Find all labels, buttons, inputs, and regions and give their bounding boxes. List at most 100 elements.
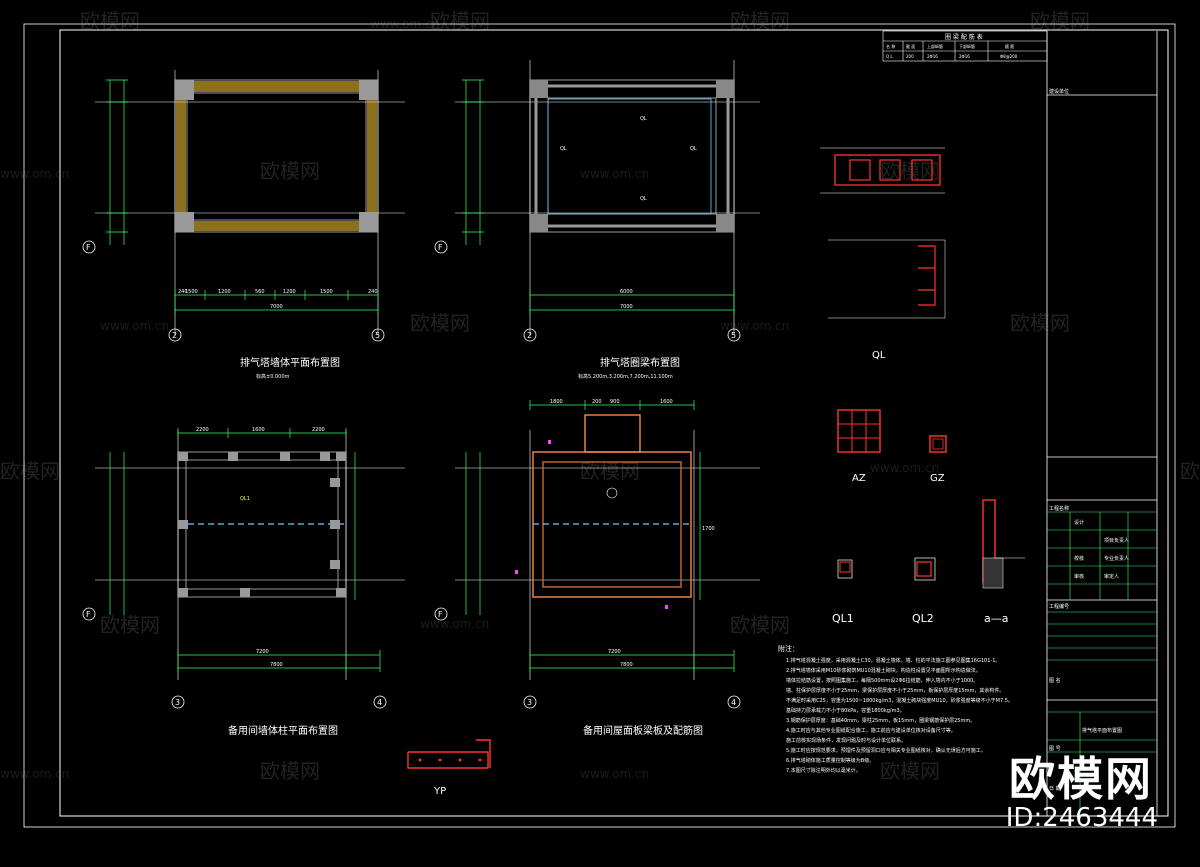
note-line: 墙、柱保护层厚度不小于25mm，梁保护层厚度不小于25mm，板保护层厚度15mm… [786, 687, 1004, 694]
note-line: 2.排气塔墙体采用M10砂浆砌筑MU10混凝土砌块，构造柱设置见平面图所示构造做… [786, 667, 981, 674]
dim-total: 7000 [620, 304, 633, 310]
watermark-big-brand: 欧模网 [1009, 752, 1153, 806]
tb-label: 项目负责人 [1104, 537, 1129, 544]
axis-label: 2 [527, 331, 532, 340]
beam-tag: QL [690, 146, 697, 152]
axis-label: F [438, 243, 443, 252]
note-line: 不满足时采用C25，容重为1500~1800kg/m3，混凝土砌块强度MU10，… [786, 697, 1013, 704]
plan-title-4: 备用间屋面板梁板及配筋图 [583, 724, 703, 737]
axis-label: 5 [375, 331, 380, 340]
dim-text: 7200 [256, 649, 269, 655]
notes-title: 附注： [778, 644, 799, 653]
dim-text: 7200 [608, 649, 621, 655]
table-cell: Φ8@200 [1000, 54, 1018, 59]
table-cell: 2Φ16 [927, 54, 938, 59]
tb-label: 工程编号 [1049, 603, 1069, 610]
watermark-brand: 欧模网 [1180, 459, 1200, 483]
watermark-brand: 欧模网 [730, 9, 790, 33]
watermark-url: www.om.cn [420, 617, 489, 631]
watermark-brand: 欧模网 [880, 159, 940, 183]
plan-ring-beam: 6000 7000 2 5 F QL QL QL QL 排气塔圈梁布置图 标高5… [434, 60, 760, 380]
note-line: 5.施工时应按规范要求，预埋件及预留洞口应与相关专业图纸核对，确认无误后方可施工… [786, 747, 986, 754]
note-line: 3.钢筋保护层厚度：基础40mm，梁柱25mm，板15mm，圈梁钢筋保护层25m… [786, 717, 975, 724]
dim-text: 1500 [185, 289, 198, 295]
beam-tag: QL [640, 116, 647, 122]
dim-text: 240 [178, 289, 188, 295]
watermark-url: www.om.cn [720, 319, 789, 333]
table-head: 箍 筋 [1005, 43, 1014, 49]
plan-subtitle-1: 标高±0.000m [256, 373, 290, 380]
watermark-brand: 欧模网 [880, 759, 940, 783]
plan-title-1: 排气塔墙体平面布置图 [240, 356, 340, 369]
axis-label: F [438, 610, 443, 619]
section-a-a: a—a [982, 499, 1025, 625]
watermark-url: www.om.cn [0, 167, 69, 181]
plan-wall-layout: 240 1500 1200 560 1200 1500 240 7000 2 5… [82, 70, 405, 380]
watermark-brand: 欧模网 [260, 759, 320, 783]
table-title: 圈 梁 配 筋 表 [945, 33, 983, 41]
watermark-brand: 欧模网 [80, 9, 140, 33]
table-head: 截 面 [906, 43, 915, 49]
tb-label: 图 号 [1049, 746, 1061, 752]
dim-text: 560 [255, 289, 265, 295]
beam-annotation: QL1 [240, 496, 250, 502]
axis-label: 5 [731, 331, 736, 340]
section-az-label: AZ [852, 473, 866, 484]
section-yp-label: YP [433, 786, 446, 797]
tb-label: 设计 [1074, 519, 1084, 526]
note-line: 7.本图尺寸除注明外均以毫米计。 [786, 767, 861, 774]
table-cell: 2Φ16 [959, 54, 970, 59]
sheet-frame [23, 23, 1176, 828]
axis-label: 4 [731, 698, 736, 707]
note-line: 4.施工时应与其他专业图纸配合施工，施工前应与建设单位核对设备尺寸等。 [786, 727, 956, 734]
section-gz-label: GZ [930, 473, 945, 484]
table-head: 名 称 [886, 43, 895, 49]
tb-label: 校核 [1074, 555, 1084, 562]
note-line: 6.排气塔砌体施工质量控制等级为B级。 [786, 757, 874, 764]
axis-label: 3 [527, 698, 532, 707]
watermark-brand: 欧模网 [100, 613, 160, 637]
dim-text: 1800 [550, 399, 563, 405]
watermark-brand: 欧模网 [410, 311, 470, 335]
dim-text: 7800 [620, 662, 633, 668]
note-line: 基础持力层承载力不小于80kPa，容重1800kg/m3。 [786, 707, 905, 714]
plan-spare-room-walls: 2200 1600 2200 7200 7800 QL1 3 4 F 备用间墙体… [82, 427, 405, 737]
section-ql2: QL2 [912, 557, 936, 625]
axis-label: 2 [172, 331, 177, 340]
section-ql1: QL1 [832, 559, 854, 625]
plan-subtitle-2: 标高5.200m,3.200m,7.200m,11.100m [578, 373, 673, 380]
tb-label: 专业负责人 [1104, 555, 1129, 562]
axis-label: F [86, 243, 91, 252]
axis-label: 3 [175, 698, 180, 707]
watermark-brand: 欧模网 [730, 613, 790, 637]
table-cell: Q L [886, 54, 893, 59]
dim-text: 1600 [252, 427, 265, 433]
tb-label: 图 名 [1049, 677, 1061, 684]
beam-tag: QL [560, 146, 567, 152]
plan-title-2: 排气塔圈梁布置图 [600, 356, 680, 369]
tb-label: 工程名称 [1049, 505, 1069, 512]
watermark-url: www.om.cn [100, 319, 169, 333]
tb-label: 审定人 [1104, 573, 1119, 580]
section-gz: GZ [929, 435, 947, 484]
tb-label: 建设单位 [1049, 88, 1069, 95]
dim-total: 7000 [270, 304, 283, 310]
dim-text: 1200 [283, 289, 296, 295]
watermark-brand: 欧模网 [260, 159, 320, 183]
dim-text: 2200 [312, 427, 325, 433]
dim-text: 7800 [270, 662, 283, 668]
note-line: 施工前核实现场条件，发现问题及时与设计单位联系。 [786, 737, 906, 744]
watermark-brand: 欧模网 [580, 459, 640, 483]
watermark-url: www.om.cn [870, 461, 939, 475]
note-line: 1.排气塔混凝土强度，采用混凝土C30，混凝土墙体，墙、柱的平法施工图参见图集1… [786, 657, 1000, 664]
title-block: 建设单位 工程名称 设计 项目负责人 专业负责人 校核 审核 审定人 工程编号 … [1046, 31, 1158, 816]
dim-text: 900 [610, 399, 620, 405]
watermark-brand: 欧模网 [0, 459, 60, 483]
axis-label: 4 [377, 698, 382, 707]
section-ql2-label: QL2 [912, 612, 934, 625]
watermark-brand: 欧模网 [1010, 311, 1070, 335]
watermark-url: www.om.cn [580, 767, 649, 781]
watermark-url: www.om.cn [0, 767, 69, 781]
dim-text: 6000 [620, 289, 633, 295]
